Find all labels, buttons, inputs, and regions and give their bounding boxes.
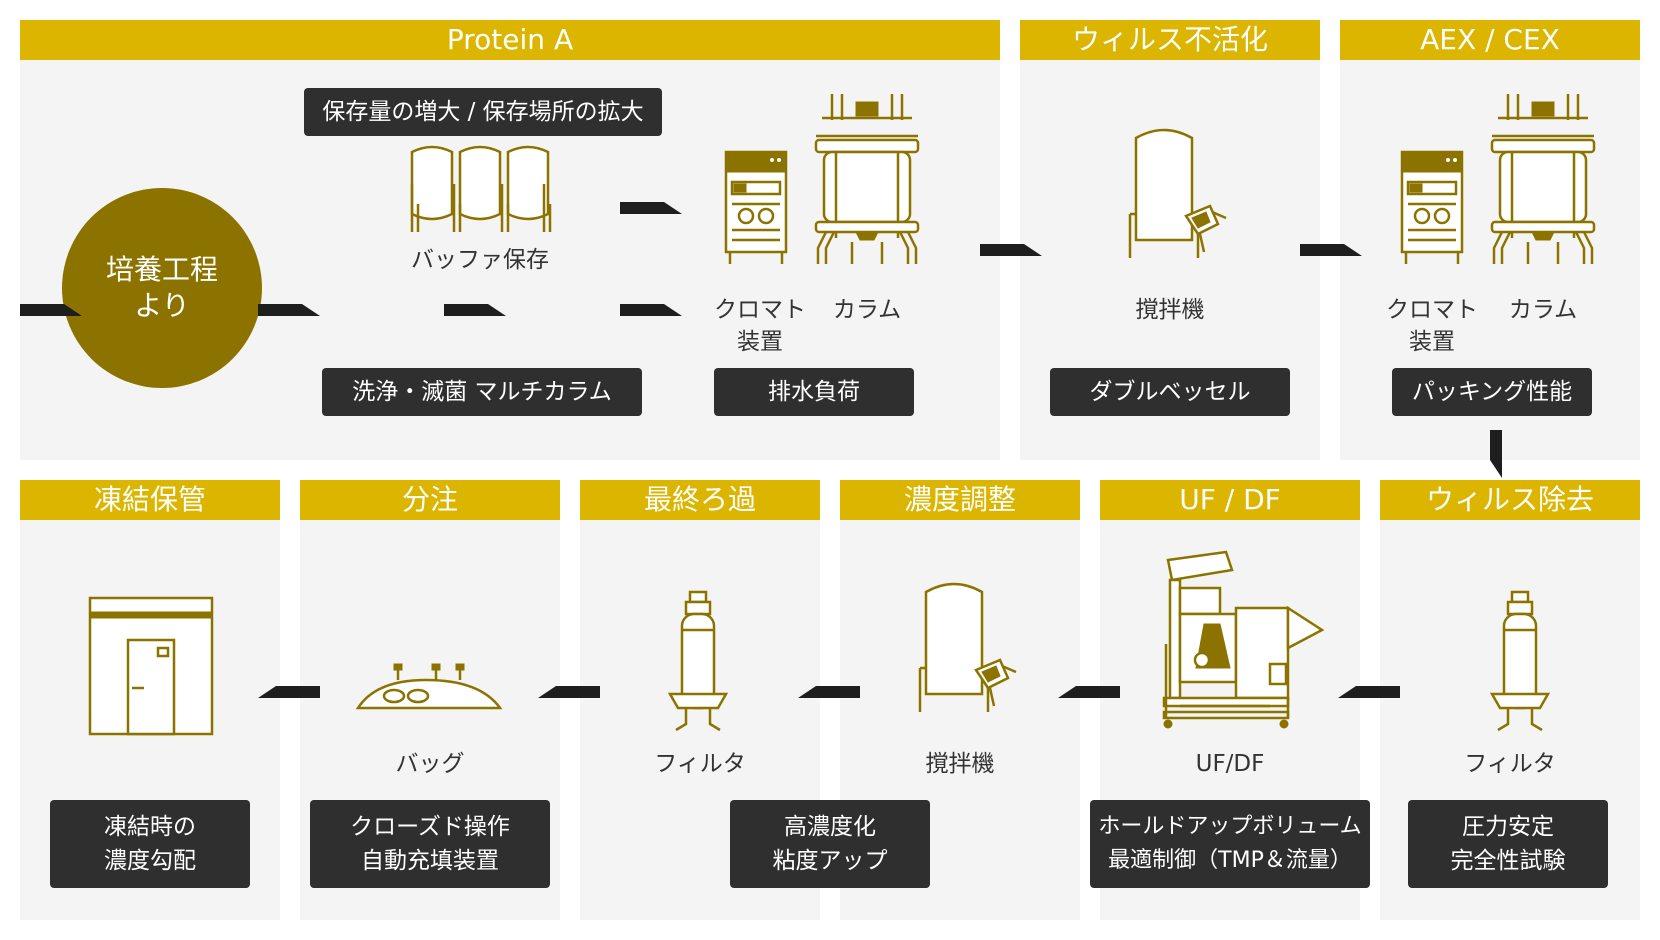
bag-icon xyxy=(355,663,503,710)
arrow-down-icon xyxy=(1490,430,1502,478)
uf-df-label: UF/DF xyxy=(1195,751,1265,777)
mixer-label: 撹拌機 xyxy=(925,751,995,777)
arrow-right-icon xyxy=(620,202,682,214)
header-virus-inactivation: ウィルス不活化 xyxy=(1020,20,1320,60)
bag-label: バッグ xyxy=(395,751,465,777)
column-label: カラム xyxy=(832,297,902,323)
uf-df-system-icon xyxy=(1162,550,1325,729)
closed-operation-tag: クローズド操作 自動充填装置 xyxy=(310,800,550,888)
pressure-stability-tag: 圧力安定 完全性試験 xyxy=(1408,800,1608,888)
column-icon xyxy=(814,94,920,264)
chromato-label: クロマト 装置 xyxy=(714,297,806,355)
buffer-bags-icon xyxy=(410,145,552,232)
multicolumn-tag: 洗浄・滅菌 マルチカラム xyxy=(322,368,642,416)
mixer-tank-icon xyxy=(918,582,1017,712)
arrow-right-icon xyxy=(20,304,82,316)
header-final-filtration: 最終ろ過 xyxy=(580,480,820,520)
header-dispensing: 分注 xyxy=(300,480,560,520)
arrow-left-icon xyxy=(258,686,320,698)
arrow-left-icon xyxy=(798,686,860,698)
filter-icon xyxy=(1489,590,1551,732)
filter-icon xyxy=(667,590,729,732)
filter-label: フィルタ xyxy=(1464,751,1556,777)
filter-label: フィルタ xyxy=(654,751,746,777)
high-concentration-tag: 高濃度化 粘度アップ xyxy=(730,800,930,888)
arrow-right-icon xyxy=(444,304,506,316)
drain-load-tag: 排水負荷 xyxy=(714,368,914,416)
freezer-room-icon xyxy=(88,596,214,736)
chromato-label: クロマト 装置 xyxy=(1386,297,1478,355)
buffer-note-tag: 保存量の増大 / 保存場所の拡大 xyxy=(304,88,662,136)
arrow-right-icon xyxy=(980,244,1042,256)
header-virus-removal: ウィルス除去 xyxy=(1380,480,1640,520)
concentration-gradient-tag: 凍結時の 濃度勾配 xyxy=(50,800,250,888)
column-label: カラム xyxy=(1508,297,1578,323)
arrow-left-icon xyxy=(1058,686,1120,698)
arrow-right-icon xyxy=(258,304,320,316)
mixer-label: 撹拌機 xyxy=(1135,297,1205,323)
arrow-left-icon xyxy=(538,686,600,698)
double-vessel-tag: ダブルベッセル xyxy=(1050,368,1290,416)
arrow-right-icon xyxy=(1300,244,1362,256)
arrow-right-icon xyxy=(620,304,682,316)
start-culture-circle: 培養工程 より xyxy=(62,188,262,388)
column-icon xyxy=(1490,94,1596,264)
arrow-left-icon xyxy=(1338,686,1400,698)
header-protein-a: Protein A xyxy=(20,20,1000,60)
header-concentration: 濃度調整 xyxy=(840,480,1080,520)
chromatography-device-icon xyxy=(1400,150,1464,264)
hold-up-volume-tag: ホールドアップボリューム 最適制御（TMP＆流量） xyxy=(1090,800,1370,888)
packing-performance-tag: パッキング性能 xyxy=(1392,368,1592,416)
mixer-tank-icon xyxy=(1128,128,1227,258)
buffer-label: バッファ保存 xyxy=(411,247,549,273)
chromatography-device-icon xyxy=(724,150,788,264)
header-aex-cex: AEX / CEX xyxy=(1340,20,1640,60)
header-frozen-storage: 凍結保管 xyxy=(20,480,280,520)
header-uf-df: UF / DF xyxy=(1100,480,1360,520)
